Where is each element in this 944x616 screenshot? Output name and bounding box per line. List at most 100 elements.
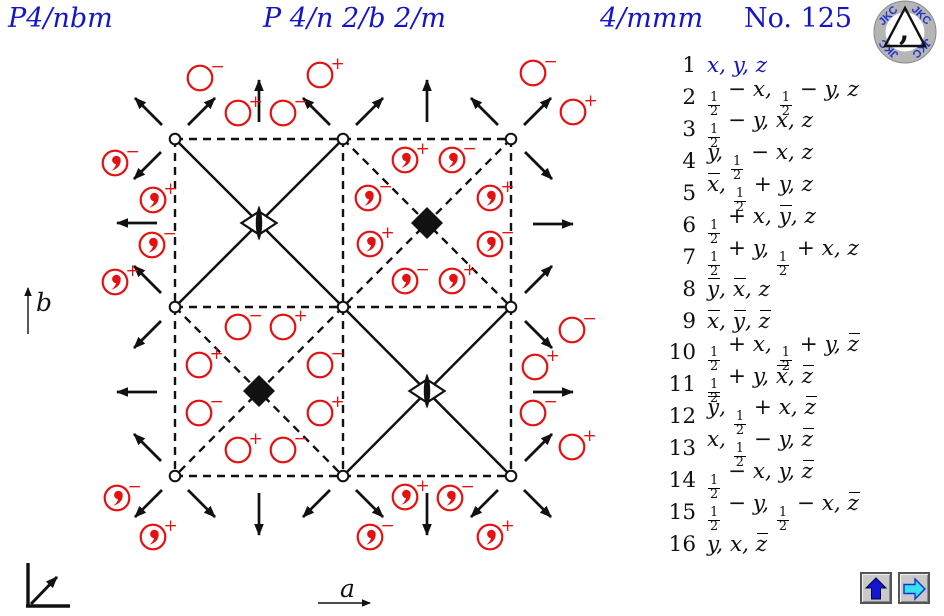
twofold-axis-arrow bbox=[133, 265, 162, 294]
enantiomorph-comma-motif: + bbox=[438, 260, 477, 295]
twofold-lens-symbol bbox=[239, 205, 279, 241]
cell-node bbox=[504, 132, 518, 146]
motif-sign: − bbox=[416, 260, 430, 280]
atom-circle-motif: + bbox=[224, 429, 263, 464]
cell-node bbox=[504, 469, 518, 483]
nav-next-button[interactable] bbox=[898, 572, 930, 604]
twofold-axis-arrow bbox=[523, 489, 552, 518]
enantiomorph-comma-motif: + bbox=[139, 516, 178, 551]
position-number: 8 bbox=[682, 276, 696, 302]
space-group-short-symbol: P4/nbm bbox=[8, 3, 113, 34]
cell-node bbox=[168, 300, 182, 314]
logo-triangle bbox=[883, 5, 927, 48]
atom-circle-motif: + bbox=[559, 91, 598, 126]
space-group-full-symbol: P 4/n 2/b 2/m bbox=[263, 3, 447, 34]
motif-sign: − bbox=[461, 477, 475, 497]
motif-sign: + bbox=[164, 516, 178, 536]
position-coordinates: x, y, z bbox=[707, 308, 772, 334]
atom-circle-motif: − bbox=[269, 92, 308, 127]
b-axis-label: b bbox=[36, 288, 53, 317]
atom-circle-motif: − bbox=[224, 306, 263, 341]
motif-sign: − bbox=[294, 92, 308, 112]
motif-sign: + bbox=[249, 92, 263, 112]
logo-inner bbox=[885, 12, 925, 52]
fourfold-square-symbol bbox=[411, 207, 443, 239]
logo-comma: , bbox=[899, 13, 909, 48]
position-number: 1 bbox=[682, 53, 696, 79]
twofold-axis-arrow bbox=[523, 97, 552, 126]
atom-circle-motif: − bbox=[519, 392, 558, 427]
origin-diagonal-arrow bbox=[29, 575, 59, 606]
motif-sign: − bbox=[381, 516, 395, 536]
twofold-axis-arrow bbox=[524, 265, 553, 294]
motif-sign: − bbox=[463, 139, 477, 159]
twofold-axis-arrow bbox=[302, 489, 331, 518]
motif-sign: − bbox=[544, 392, 558, 412]
cell-node bbox=[168, 469, 182, 483]
enantiomorph-comma-motif: − bbox=[356, 516, 395, 551]
enantiomorph-comma-motif: + bbox=[101, 261, 140, 296]
enantiomorph-comma-motif: + bbox=[391, 476, 430, 511]
motif-sign: + bbox=[546, 346, 560, 366]
twofold-axis-arrow bbox=[302, 97, 331, 126]
position-number: 12 bbox=[668, 404, 696, 430]
enantiomorph-comma-motif: + bbox=[356, 223, 395, 258]
motif-sign: − bbox=[294, 429, 308, 449]
motif-sign: − bbox=[501, 223, 515, 243]
atom-circle-motif: − bbox=[269, 429, 308, 464]
enantiomorph-comma-motif: − bbox=[438, 139, 477, 174]
enantiomorph-comma-motif: + bbox=[139, 179, 178, 214]
twofold-lens-symbol bbox=[407, 373, 447, 409]
cell-node bbox=[168, 132, 182, 146]
motif-sign: − bbox=[210, 392, 224, 412]
nav-up-button[interactable] bbox=[860, 572, 892, 604]
motif-sign: − bbox=[544, 52, 558, 72]
enantiomorph-comma-motif: − bbox=[354, 177, 393, 212]
twofold-axis-arrow bbox=[187, 489, 216, 518]
motif-sign: + bbox=[249, 429, 263, 449]
motif-sign: + bbox=[294, 306, 308, 326]
twofold-axis-arrow bbox=[133, 433, 162, 462]
motif-sign: + bbox=[501, 177, 515, 197]
motif-sign: + bbox=[381, 223, 395, 243]
position-number: 11 bbox=[668, 372, 696, 398]
atom-circle-motif: + bbox=[224, 92, 263, 127]
position-number: 15 bbox=[668, 499, 696, 525]
atom-circle-motif: − bbox=[306, 344, 345, 379]
enantiomorph-comma-motif: − bbox=[436, 477, 475, 512]
atom-circle-motif: + bbox=[306, 54, 345, 89]
motif-sign: − bbox=[249, 306, 263, 326]
position-number: 13 bbox=[668, 436, 696, 462]
enantiomorph-comma-motif: − bbox=[391, 260, 430, 295]
motif-sign: + bbox=[463, 260, 477, 280]
atom-circle-motif: − bbox=[185, 392, 224, 427]
point-group-symbol: 4/mmm bbox=[600, 3, 704, 34]
position-number: 3 bbox=[682, 117, 696, 143]
position-number: 7 bbox=[682, 244, 696, 270]
motif-sign: − bbox=[331, 344, 345, 364]
space-group-number: No. 125 bbox=[744, 3, 853, 34]
position-number: 10 bbox=[668, 340, 696, 366]
motif-sign: − bbox=[211, 57, 225, 77]
motif-sign: + bbox=[416, 139, 430, 159]
